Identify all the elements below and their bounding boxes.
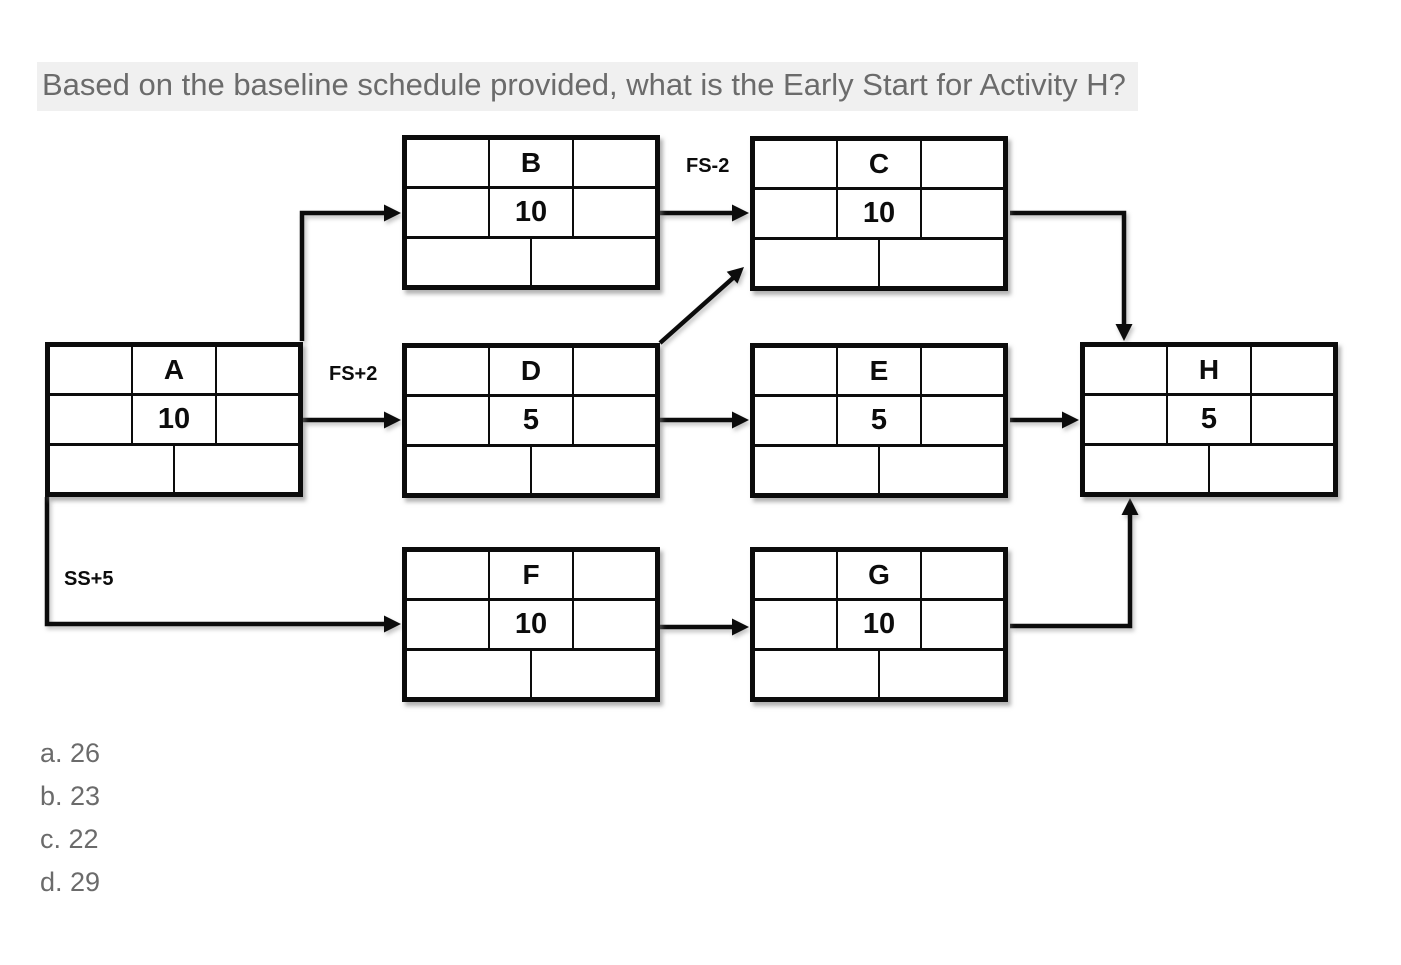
activity-box-f: F 10 <box>402 547 660 702</box>
activity-name: G <box>836 552 919 599</box>
left-cell <box>755 190 836 236</box>
connector-d-to-c <box>658 267 744 345</box>
answer-option-c[interactable]: c. 22 <box>40 824 99 854</box>
activity-box-a: A 10 <box>45 342 303 497</box>
activity-name: F <box>488 552 571 599</box>
activity-box-b: B 10 <box>402 135 660 290</box>
right-cell <box>571 189 655 236</box>
es-cell <box>407 348 488 394</box>
ef-cell <box>919 552 1003 599</box>
bottom-left-cell <box>1085 446 1208 492</box>
right-cell <box>571 397 655 444</box>
connector-b-to-c <box>659 204 749 222</box>
bottom-right-cell <box>878 446 1003 493</box>
activity-box-c: C 10 <box>750 136 1008 291</box>
es-cell <box>407 552 488 598</box>
right-cell <box>919 190 1003 237</box>
es-cell <box>755 552 836 598</box>
activity-name: D <box>488 348 571 395</box>
activity-box-d: D 5 <box>402 343 660 498</box>
right-cell <box>919 397 1003 444</box>
duration-cell: 10 <box>836 190 919 237</box>
activity-name: E <box>836 348 919 395</box>
dependency-label-ss-plus-5: SS+5 <box>64 568 114 590</box>
es-cell <box>407 140 488 186</box>
bottom-left-cell <box>755 447 878 493</box>
duration-cell: 5 <box>1166 396 1249 443</box>
bottom-right-cell <box>530 238 655 285</box>
answer-option-a[interactable]: a. 26 <box>40 738 101 768</box>
activity-name: C <box>836 141 919 188</box>
right-cell <box>919 601 1003 648</box>
bottom-right-cell <box>878 650 1003 697</box>
bottom-right-cell <box>1208 445 1333 492</box>
connector-f-to-g <box>660 618 749 636</box>
ef-cell <box>919 141 1003 188</box>
connector-e-to-h <box>1010 411 1079 429</box>
activity-name: B <box>488 140 571 187</box>
ef-cell <box>919 348 1003 395</box>
left-cell <box>407 601 488 647</box>
es-cell <box>50 347 131 393</box>
bottom-left-cell <box>50 446 173 492</box>
activity-box-g: G 10 <box>750 547 1008 702</box>
connector-g-to-h <box>1010 498 1139 629</box>
right-cell <box>214 396 298 443</box>
answer-option-d[interactable]: d. 29 <box>40 867 101 897</box>
ef-cell <box>571 348 655 395</box>
duration-cell: 10 <box>131 396 214 443</box>
es-cell <box>1085 347 1166 393</box>
connector-a-to-b <box>299 204 401 341</box>
activity-box-h: H 5 <box>1080 342 1338 497</box>
ef-cell <box>571 552 655 599</box>
activity-name: H <box>1166 347 1249 394</box>
connector-a-to-d <box>303 411 401 429</box>
right-cell <box>1249 396 1333 443</box>
duration-cell: 10 <box>488 189 571 236</box>
dependency-label-fs-plus-2: FS+2 <box>329 363 378 385</box>
activity-name: A <box>131 347 214 394</box>
right-cell <box>571 601 655 648</box>
duration-cell: 10 <box>836 601 919 648</box>
es-cell <box>755 348 836 394</box>
left-cell <box>755 601 836 647</box>
es-cell <box>755 141 836 187</box>
bottom-right-cell <box>878 239 1003 286</box>
answer-option-b[interactable]: b. 23 <box>40 781 101 811</box>
activity-box-e: E 5 <box>750 343 1008 498</box>
bottom-left-cell <box>407 239 530 285</box>
duration-cell: 10 <box>488 601 571 648</box>
bottom-left-cell <box>407 447 530 493</box>
dependency-label-fs-minus-2: FS-2 <box>686 155 730 177</box>
bottom-left-cell <box>755 651 878 697</box>
ef-cell <box>571 140 655 187</box>
left-cell <box>50 396 131 442</box>
bottom-right-cell <box>530 446 655 493</box>
duration-cell: 5 <box>836 397 919 444</box>
bottom-right-cell <box>530 650 655 697</box>
ef-cell <box>1249 347 1333 394</box>
bottom-left-cell <box>407 651 530 697</box>
left-cell <box>407 189 488 235</box>
connector-c-to-h <box>1010 210 1133 341</box>
ef-cell <box>214 347 298 394</box>
connector-d-to-e <box>660 411 749 429</box>
left-cell <box>407 397 488 443</box>
connector-a-to-f <box>44 497 401 633</box>
left-cell <box>755 397 836 443</box>
left-cell <box>1085 396 1166 442</box>
duration-cell: 5 <box>488 397 571 444</box>
bottom-left-cell <box>755 240 878 286</box>
bottom-right-cell <box>173 445 298 492</box>
question-text: Based on the baseline schedule provided,… <box>37 62 1138 111</box>
